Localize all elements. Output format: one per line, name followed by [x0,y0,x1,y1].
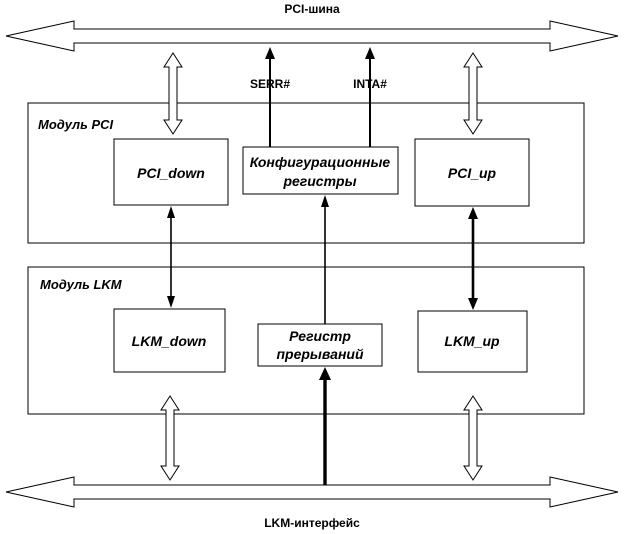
pci-up-label: PCI_up [448,165,497,181]
pci-down-lkm-down-arrowhead-up [167,206,175,218]
serr-arrowhead [265,47,275,59]
lkm-down-block [113,308,226,373]
lkm-up-block [417,310,528,373]
interrupt-register-block [257,323,383,367]
pci-up-lkm-up-arrowhead-up [468,207,478,219]
inta-signal-label: INTA# [353,77,387,91]
pci-bus-arrow [5,20,619,52]
interrupt-register-label-line1: Регистр [289,328,351,344]
lkm-interface-label: LKM-интерфейс [264,516,360,530]
pci-bus-label: PCI-шина [284,2,340,16]
config-registers-block [242,146,399,195]
lkm-module-title: Модуль LKM [40,277,123,292]
lkm-up-to-lkm-bus-arrow [463,395,483,481]
config-registers-label-line1: Конфигурационные [250,154,391,170]
lkm-down-to-lkm-bus-arrow [160,395,180,481]
config-registers-label-line2: регистры [282,173,356,189]
inta-arrowhead [365,47,375,59]
pci-module-title: Модуль PCI [38,117,114,132]
pci-bus-to-pci-up-arrow [463,52,483,135]
pci-up-block [414,138,530,207]
lkm-down-label: LKM_down [132,333,207,349]
interrupt-register-label-line2: прерываний [276,346,363,362]
serr-signal-label: SERR# [250,77,290,91]
pci-down-label: PCI_down [137,165,205,181]
lkm-interface-arrow [5,476,619,508]
lkm-up-label: LKM_up [444,333,500,349]
lkm-bus-to-irq-arrowhead [319,367,331,380]
pci-bus-to-pci-down-arrow [163,52,183,135]
irq-to-config-arrowhead [321,195,329,207]
pci-down-block [113,138,229,206]
pci-down-lkm-down-arrowhead-down [167,296,175,308]
pci-up-lkm-up-arrowhead-down [468,298,478,310]
